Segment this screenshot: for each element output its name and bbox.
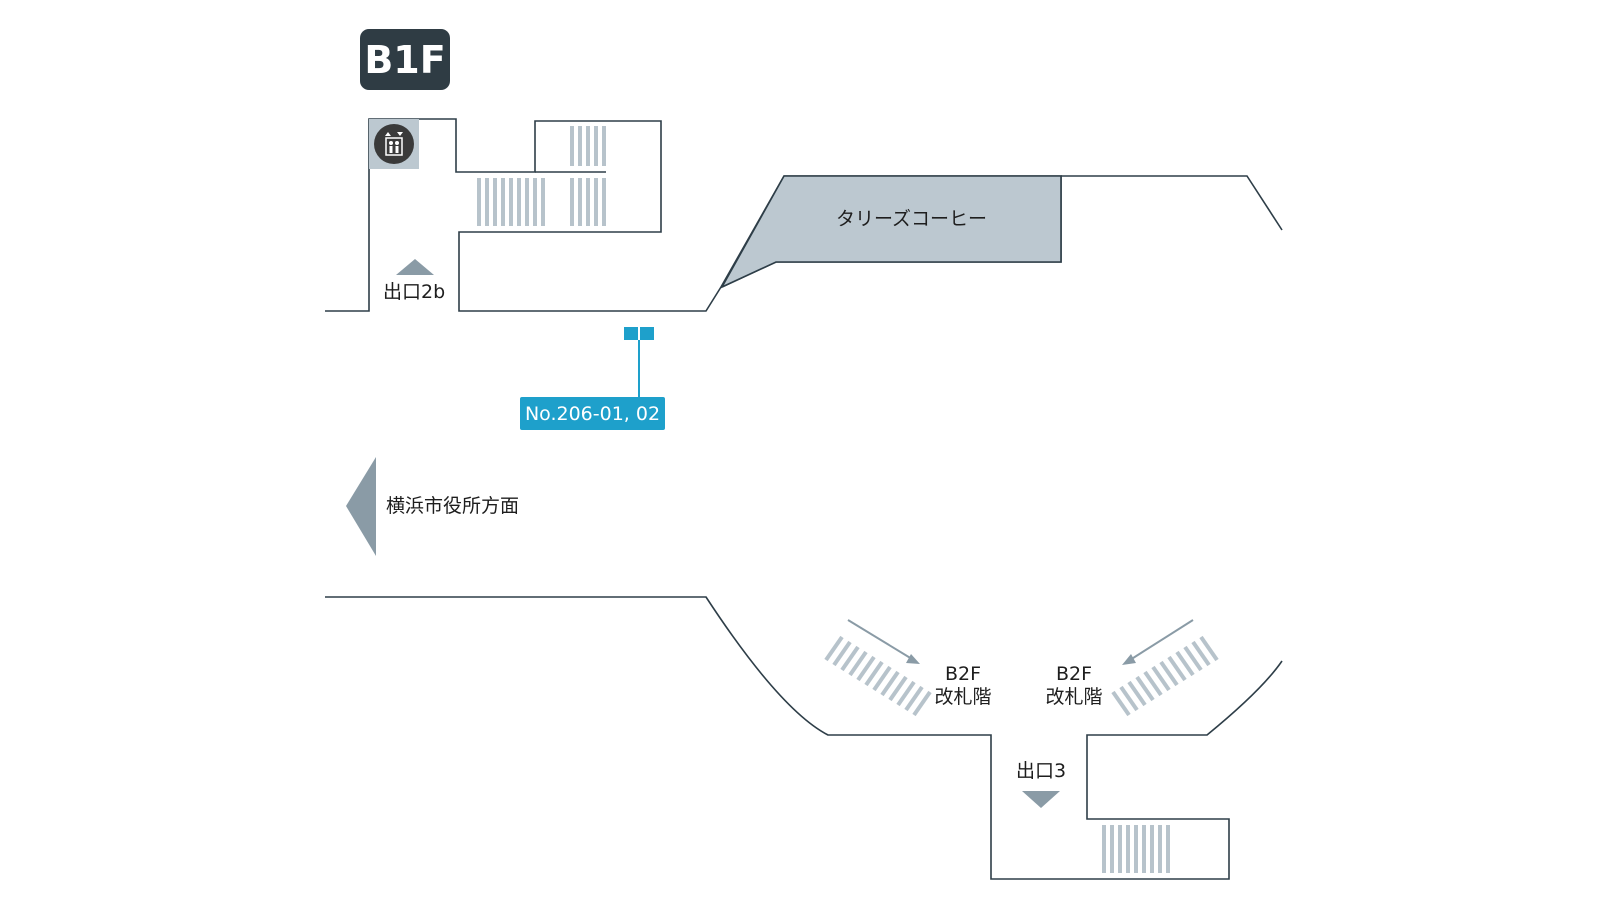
arrow-up-icon: [396, 259, 434, 275]
stairs-upper-1: [570, 126, 606, 166]
escalator-right-arrow-icon: [1122, 619, 1194, 665]
exit-3-label: 出口3: [1016, 760, 1067, 782]
ad-marker[interactable]: [624, 327, 654, 397]
floor-badge: B1F: [360, 29, 450, 90]
ad-number-tag[interactable]: No.206-01, 02: [520, 397, 665, 430]
escalator-left-floor: B2F: [944, 663, 982, 685]
shop-block[interactable]: [720, 175, 1062, 289]
escalator-right-label: B2F 改札階: [1045, 663, 1102, 709]
wall-lower-left: [325, 596, 1283, 880]
shop-label: タリーズコーヒー: [836, 208, 988, 230]
escalator-right: [1111, 635, 1219, 717]
escalator-left-label: B2F 改札階: [934, 663, 991, 709]
exit-2b-label: 出口2b: [383, 281, 446, 303]
wall-upper-right: [1061, 175, 1283, 231]
escalator-right-floor: B2F: [1055, 663, 1093, 685]
direction-label: 横浜市役所方面: [386, 495, 520, 517]
escalator-left-desc: 改札階: [934, 685, 992, 708]
elevator-area[interactable]: [369, 119, 419, 169]
stairs-exit3: [1102, 825, 1170, 873]
arrow-left-icon: [346, 457, 376, 556]
stairs-upper-2: [570, 178, 606, 226]
escalator-left-arrow-icon: [847, 619, 920, 664]
escalator-left: [824, 635, 932, 717]
escalator-right-desc: 改札階: [1045, 685, 1103, 708]
elevator-icon: [374, 124, 414, 164]
stairs-upper-3: [477, 178, 545, 226]
arrow-down-icon: [1022, 791, 1060, 808]
